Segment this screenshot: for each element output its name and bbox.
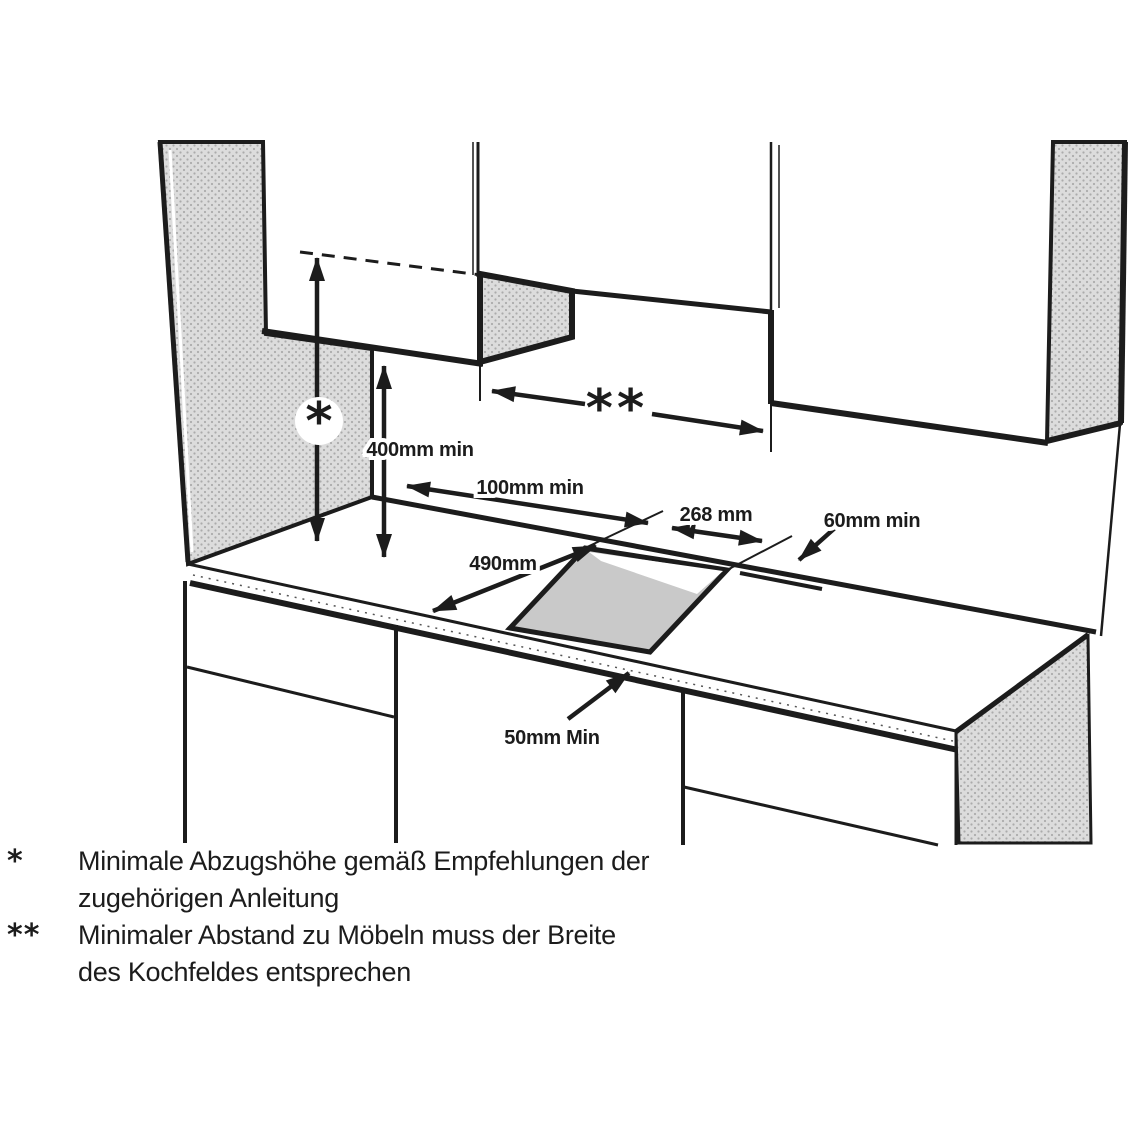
- base-cabinets: [183, 581, 1093, 847]
- label-490mm: 490mm: [469, 553, 536, 575]
- worktop-right-edge: [954, 632, 1090, 733]
- dim-268mm: 268 mm: [671, 500, 763, 546]
- footnote-marker-1: *: [7, 844, 24, 879]
- footnote-cabinet-gap: ** Minimaler Abstand zu Möbeln muss der …: [0, 917, 1143, 991]
- label-100mm-min: 100mm min: [476, 477, 583, 499]
- wall-cabinet-left: [261, 141, 484, 367]
- footnote-2-line-1: Minimaler Abstand zu Möbeln muss der Bre…: [78, 920, 616, 950]
- left-wall-panel: [157, 140, 374, 567]
- label-400mm-min: 400mm min: [366, 439, 473, 461]
- base-cabinet-end-panel: [954, 633, 1093, 845]
- dim-hood-height: *: [295, 250, 482, 542]
- hood-niche: [477, 270, 772, 366]
- worktop-band-bottom: [189, 580, 959, 753]
- right-cabinet-side-panel: [1044, 140, 1128, 444]
- footnote-1-line-1: Minimale Abzugshöhe gemäß Empfehlungen d…: [78, 846, 650, 876]
- drawer-line-left: [186, 665, 395, 719]
- dim-60mm: 60mm min: [739, 506, 925, 591]
- footnote-text-2: Minimaler Abstand zu Möbeln muss der Bre…: [78, 917, 1143, 991]
- footnote-1-line-2: zugehörigen Anleitung: [78, 883, 339, 913]
- footnote-hood-height: * Minimale Abzugshöhe gemäß Empfehlungen…: [0, 843, 1143, 917]
- wall-corner-edge: [1099, 423, 1122, 637]
- dim-400mm: 400mm min: [362, 365, 478, 558]
- dim-cabinet-gap: **: [479, 366, 772, 452]
- label-60mm-min: 60mm min: [824, 510, 921, 532]
- label-268mm: 268 mm: [680, 504, 753, 526]
- drawer-line-right: [683, 785, 939, 847]
- hood-height-marker: *: [305, 392, 332, 452]
- dim-490mm: 490mm: [432, 543, 597, 614]
- label-50mm-min: 50mm Min: [504, 727, 599, 749]
- dim-100mm: 100mm min: [406, 473, 649, 528]
- wall-cabinet-right: [768, 140, 1128, 637]
- footnote-2-line-2: des Kochfeldes entsprechen: [78, 957, 411, 987]
- dim-50mm: 50mm Min: [500, 671, 631, 753]
- footnote-marker-2: **: [7, 918, 41, 953]
- footnotes: * Minimale Abzugshöhe gemäß Empfehlungen…: [0, 843, 1143, 991]
- cutout-left-extension: [584, 510, 664, 549]
- under-cabinet-edge: [571, 288, 772, 315]
- worktop-front-edge: [187, 562, 957, 733]
- cabinet-gap-marker: **: [586, 379, 648, 439]
- cutout-right-extension: [726, 535, 793, 571]
- footnote-text-1: Minimale Abzugshöhe gemäß Empfehlungen d…: [78, 843, 1143, 917]
- hood-height-dashed-line: [299, 250, 482, 277]
